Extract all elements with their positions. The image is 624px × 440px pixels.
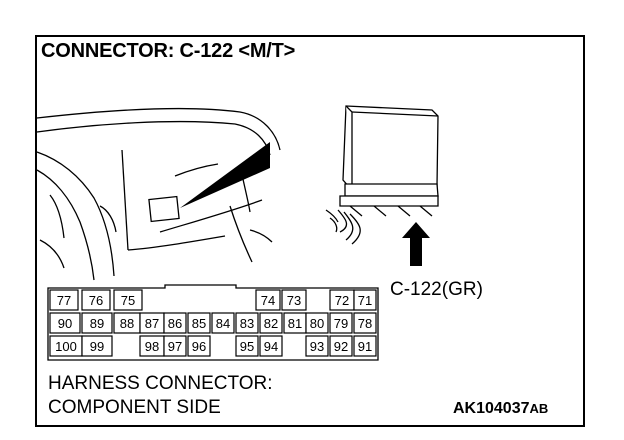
pin-cell: [81, 289, 111, 311]
pin-cell: [259, 312, 283, 334]
arrow-up-icon: [402, 222, 430, 266]
pin-number: 98: [145, 339, 159, 354]
pin-number: 92: [334, 339, 348, 354]
pin-cell: [353, 289, 377, 311]
pin-cell: [235, 335, 259, 357]
pin-number: 95: [240, 339, 254, 354]
pin-number: 85: [192, 316, 206, 331]
pin-number: 73: [287, 293, 301, 308]
pin-cell: [163, 335, 187, 357]
pin-number: 74: [261, 293, 275, 308]
pin-number: 79: [334, 316, 348, 331]
pointer-wedge-icon: [180, 142, 270, 208]
pin-number: 90: [58, 316, 72, 331]
diagram-frame: [35, 35, 585, 427]
pin-cell: [81, 335, 113, 357]
ecu-module-illustration: [325, 105, 439, 245]
pin-number: 96: [192, 339, 206, 354]
caption-line-2: COMPONENT SIDE: [48, 397, 221, 418]
pin-number: 97: [168, 339, 182, 354]
connector-pins: 77 76 75 74 73 72 71 90 89 88 87 86 85 84 83 82 81 80 79 78…: [49, 289, 377, 357]
pin-number: 93: [310, 339, 324, 354]
pin-cell: [281, 289, 307, 311]
pin-number: 88: [120, 316, 134, 331]
pin-cell: [353, 335, 377, 357]
pin-number: 100: [55, 339, 77, 354]
pin-cell: [353, 312, 377, 334]
document-id-main: AK104037: [453, 400, 530, 417]
pin-cell: [329, 335, 353, 357]
pin-cell: [81, 312, 113, 334]
pin-number: 75: [121, 293, 135, 308]
pin-number: 94: [264, 339, 278, 354]
pin-cell: [49, 289, 79, 311]
pin-cell: [211, 312, 235, 334]
pin-cell: [235, 312, 259, 334]
pin-cell: [305, 312, 329, 334]
dashboard-illustration: [36, 108, 281, 281]
pin-cell: [49, 312, 81, 334]
pin-number: 82: [264, 316, 278, 331]
caption-line-1: HARNESS CONNECTOR:: [48, 373, 273, 394]
document-id-suffix: AB: [529, 401, 549, 416]
pin-cell: [305, 335, 329, 357]
pin-number: 83: [240, 316, 254, 331]
pin-number: 71: [358, 293, 372, 308]
pin-cell: [163, 312, 187, 334]
pin-cell: [187, 335, 211, 357]
pin-number: 81: [288, 316, 302, 331]
pin-number: 99: [90, 339, 104, 354]
connector-callout-label: C-122(GR): [390, 279, 483, 300]
document-id: AK104037AB: [453, 400, 548, 418]
pin-number: 78: [358, 316, 372, 331]
pin-cell: [113, 289, 143, 311]
pin-number: 76: [89, 293, 103, 308]
pin-number: 89: [90, 316, 104, 331]
pin-number: 72: [335, 293, 349, 308]
pin-number: 77: [57, 293, 71, 308]
pin-number: 86: [168, 316, 182, 331]
dashboard-connector-location: [148, 195, 180, 223]
pin-cell: [259, 335, 283, 357]
diagram-title: CONNECTOR: C-122 <M/T>: [41, 40, 296, 62]
pin-number: 87: [145, 316, 159, 331]
pin-cell: [329, 312, 353, 334]
pin-number: 91: [358, 339, 372, 354]
pin-number: 84: [216, 316, 230, 331]
pin-cell: [187, 312, 211, 334]
pin-cell: [255, 289, 281, 311]
pin-number: 80: [310, 316, 324, 331]
